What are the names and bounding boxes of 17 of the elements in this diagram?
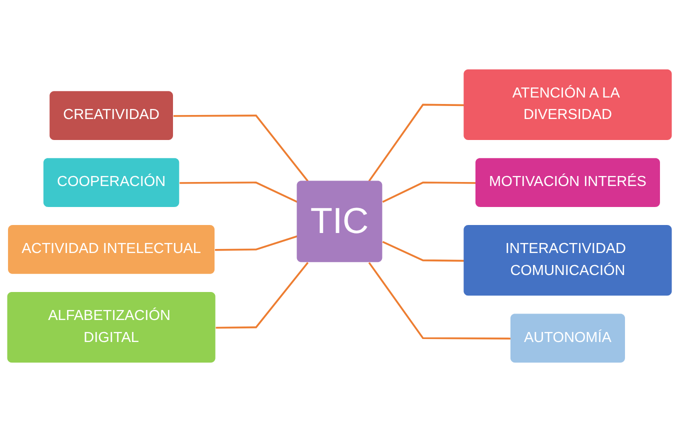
node-box: MOTIVACIÓN INTERÉS <box>475 158 660 207</box>
connector <box>368 262 511 340</box>
node-box: ACTIVIDAD INTELECTUAL <box>8 225 215 274</box>
connector <box>215 235 298 251</box>
node-box: INTERACTIVIDAD COMUNICACIÓN <box>464 225 672 296</box>
connector <box>368 104 464 182</box>
node-box: COOPERACIÓN <box>43 158 180 207</box>
node-box: ATENCIÓN A LA DIVERSIDAD <box>464 69 672 140</box>
node-box: AUTONOMÍA <box>510 314 625 363</box>
connector <box>382 182 476 203</box>
connector <box>180 182 298 203</box>
connector <box>216 262 309 329</box>
node-box: TIC <box>296 180 382 262</box>
node-box: CREATIVIDAD <box>50 91 173 140</box>
node-box: ALFABETIZACIÓN DIGITAL <box>7 292 216 363</box>
connector <box>173 114 309 182</box>
connector <box>382 240 464 262</box>
